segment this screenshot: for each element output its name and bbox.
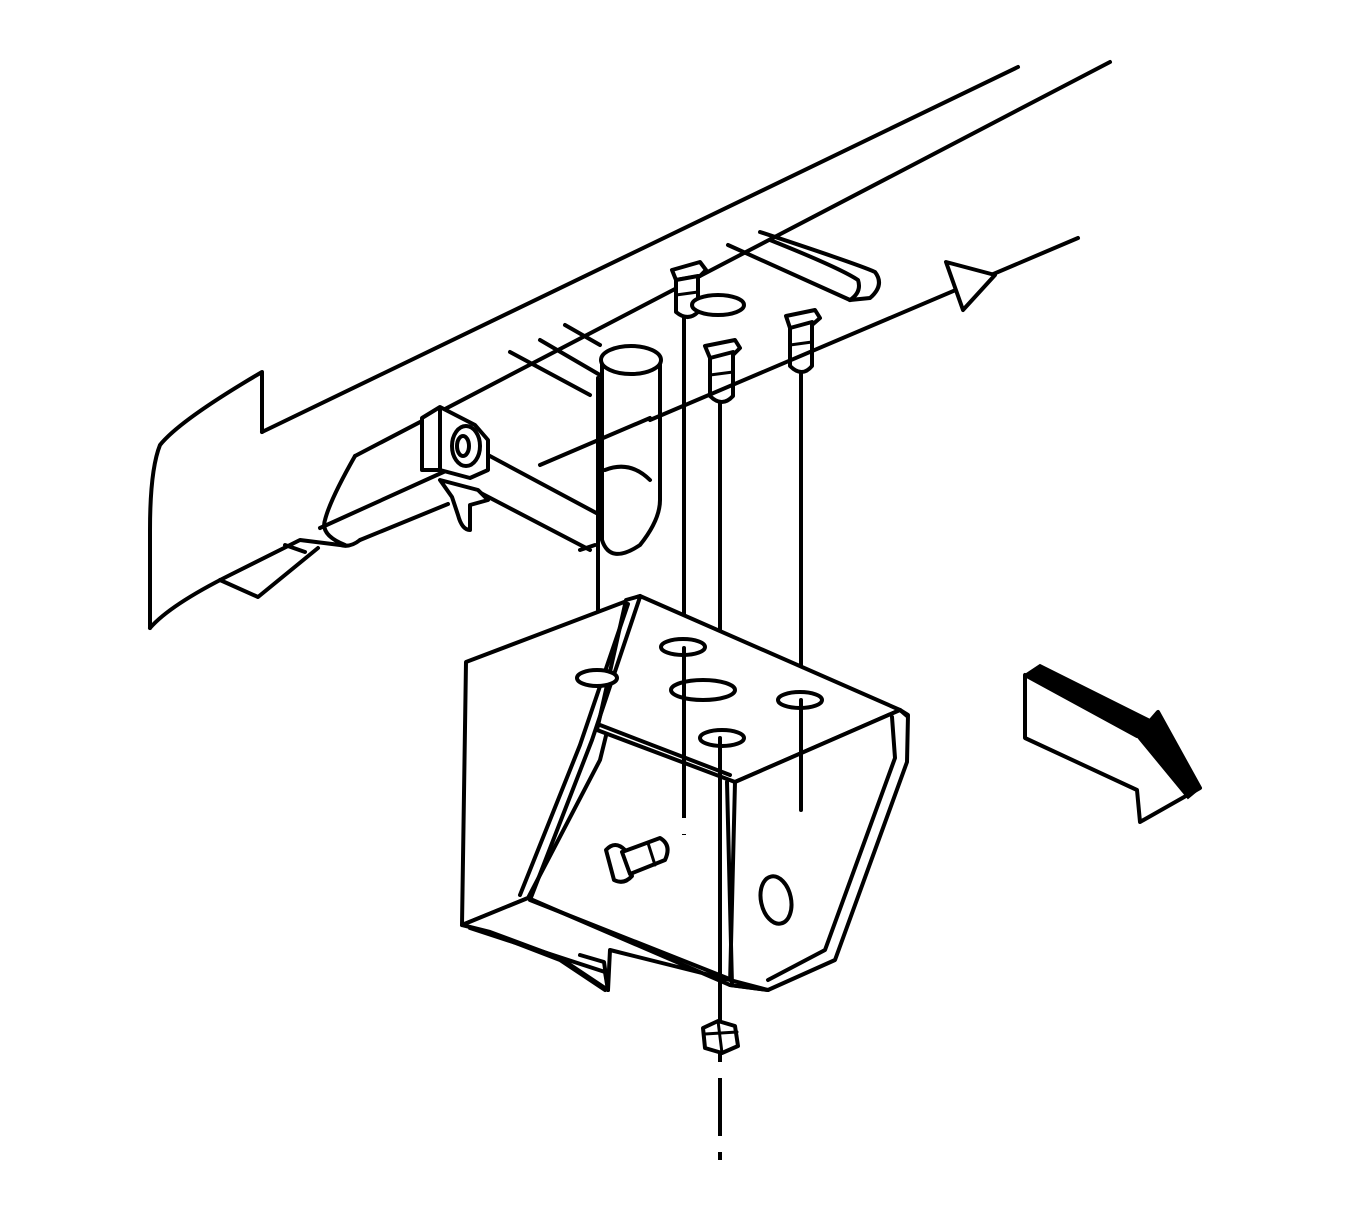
- pin-fastener: [604, 836, 670, 884]
- bolt: [703, 338, 742, 404]
- crossmember-hole: [690, 293, 746, 317]
- bold-arrow-icon: [1023, 663, 1202, 824]
- alignment-lines-through-bracket: [682, 646, 803, 1032]
- bent-tube: [596, 344, 663, 612]
- triangle-arrow-icon: [944, 260, 997, 312]
- crossmember: [420, 230, 881, 552]
- bolt: [784, 308, 822, 374]
- alignment-arrow: [648, 236, 1080, 422]
- direction-arrow-forward: [1023, 663, 1202, 824]
- mounting-bracket: [460, 594, 910, 992]
- nut: [701, 1019, 740, 1055]
- frame-rail: [148, 60, 1112, 630]
